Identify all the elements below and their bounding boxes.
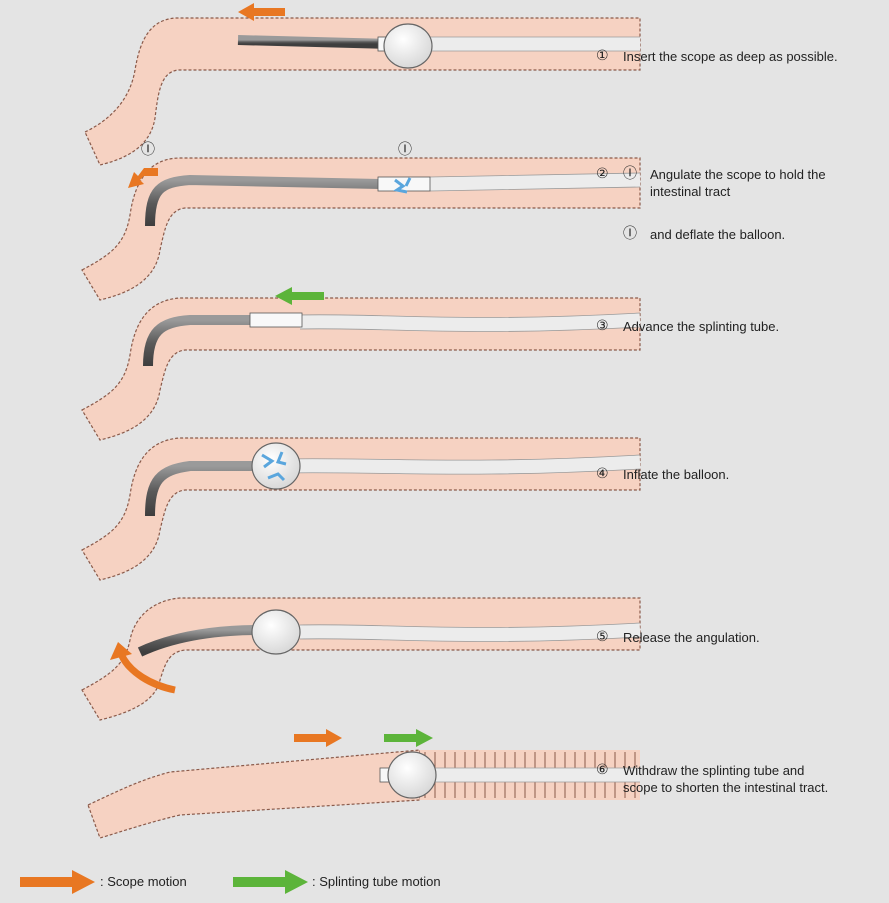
step-2-sub: Ⓘ and deflate the balloon. [623,226,785,243]
legend-splint-label: : Splinting tube motion [312,874,441,889]
step-6-number: ⑥ [596,762,609,779]
step-6: ⑥ Withdraw the splinting tube and scope … [596,762,828,796]
step-1: ① Insert the scope as deep as possible. [596,48,838,65]
step-2-sub-text: and deflate the balloon. [623,226,785,243]
step-2-roman-ii: Ⓘ [623,226,637,243]
step-3-number: ③ [596,318,609,335]
step-2-number: ② [596,166,609,183]
step-5-text: Release the angulation. [596,629,760,646]
step-6-line-2: scope to shorten the intestinal tract. [596,779,828,796]
step-2-roman-i: Ⓘ [623,166,637,183]
step-5: ⑤ Release the angulation. [596,629,760,646]
step-4-text: Inflate the balloon. [596,466,729,483]
step-5-number: ⑤ [596,629,609,646]
step-2-line-2: intestinal tract [596,183,826,200]
legend-splint-arrow [233,870,308,894]
step-3-text: Advance the splinting tube. [596,318,779,335]
step-6-line-1: Withdraw the splinting tube and [596,762,828,779]
legend-scope-label: : Scope motion [100,874,187,889]
legend-scope-arrow [20,870,95,894]
step-4: ④ Inflate the balloon. [596,466,729,483]
step-3: ③ Advance the splinting tube. [596,318,779,335]
step-1-number: ① [596,48,609,65]
step-1-text: Insert the scope as deep as possible. [596,48,838,65]
step-2: ② Ⓘ Angulate the scope to hold the intes… [596,166,826,200]
step-4-number: ④ [596,466,609,483]
